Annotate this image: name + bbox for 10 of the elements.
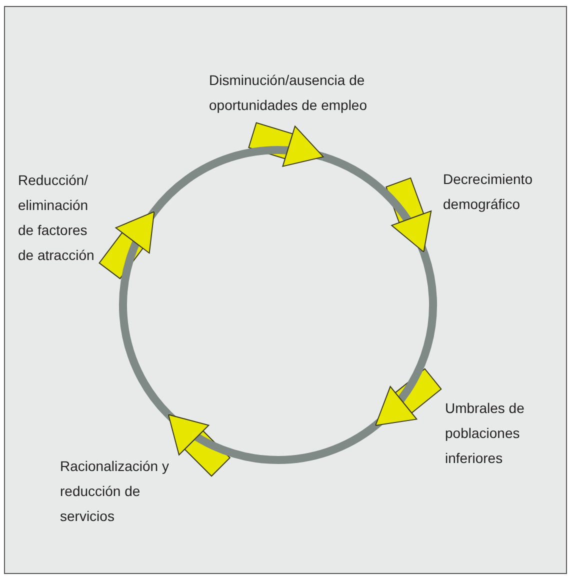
cycle-arrow: [372, 250, 442, 428]
cycle-arrow: [322, 153, 430, 254]
cycle-step-text: Disminución/ausencia de oportunidades de empleo: [209, 68, 389, 118]
cycle-step-text: Racionalización y reducción de servicios: [60, 454, 180, 529]
cycle-step-text: Umbrales de poblaciones inferiores: [445, 396, 545, 471]
cycle-step-text: Reducción/ eliminación de factores de atracción: [18, 168, 103, 268]
cycle-arrow: [166, 412, 378, 477]
cycle-arrow: [151, 122, 324, 214]
cycle-arrow: [98, 209, 172, 418]
cycle-step-text: Decrecimiento demográfico: [443, 167, 548, 217]
